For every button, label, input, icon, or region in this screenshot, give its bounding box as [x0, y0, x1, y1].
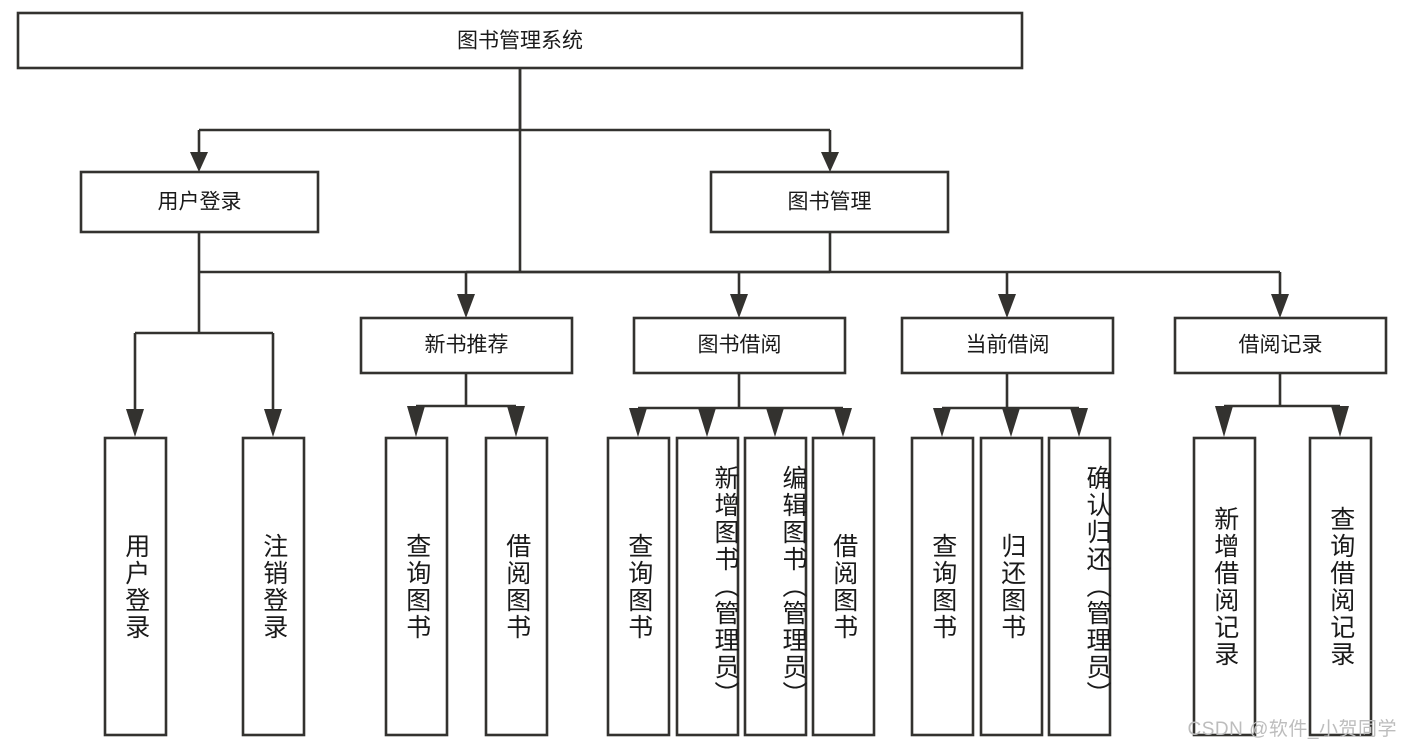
node-current-borrow-box[interactable] [900, 316, 1115, 375]
node-leaf-return-book-label: 归还图书 [997, 532, 1026, 641]
node-leaf-add-record-label: 新增借阅记录 [1210, 505, 1239, 668]
node-leaf-query-book-1-label: 查询图书 [402, 532, 431, 641]
node-leaf-borrow-book-1-label: 借阅图书 [502, 532, 531, 641]
arrow-leaf-edit-book [766, 408, 784, 437]
arrow-leaf-return-book [1002, 408, 1020, 437]
node-book-management-box[interactable] [709, 170, 950, 234]
arrow-leaf-query-book-1 [407, 406, 425, 437]
node-leaf-query-record-label: 查询借阅记录 [1326, 505, 1355, 668]
node-borrow-record-label: 借阅记录 [1239, 334, 1323, 357]
node-leaf-borrow-book-2-box[interactable] [811, 436, 876, 737]
node-leaf-return-book-box[interactable] [979, 436, 1044, 737]
arrow-leaf-query-book-2 [629, 408, 647, 437]
arrow-book-management [821, 152, 839, 172]
node-leaf-user-login-box[interactable] [103, 436, 168, 737]
csdn-watermark: CSDN @软件_小贺同学 [1187, 719, 1397, 740]
arrow-leaf-logout-login [264, 409, 282, 437]
node-user-login-box[interactable] [79, 170, 320, 234]
node-leaf-query-book-2-box[interactable] [606, 436, 671, 737]
arrow-leaf-add-record [1215, 406, 1233, 437]
node-new-book-recommend-box[interactable] [359, 316, 574, 375]
node-leaf-logout-login-box[interactable] [241, 436, 306, 737]
node-root-label: 图书管理系统 [457, 30, 583, 53]
arrow-leaf-borrow-book-2 [834, 408, 852, 437]
arrow-leaf-borrow-book-1 [507, 406, 525, 437]
node-leaf-borrow-book-2-label: 借阅图书 [829, 532, 858, 641]
node-leaf-add-record-box[interactable] [1192, 436, 1257, 737]
node-leaf-query-book-2-label: 查询图书 [624, 532, 653, 641]
node-borrow-record-box[interactable] [1173, 316, 1388, 375]
arrow-leaf-add-book [698, 408, 716, 437]
node-book-borrow-label: 图书借阅 [698, 334, 782, 357]
node-current-borrow-label: 当前借阅 [966, 334, 1050, 357]
node-leaf-confirm-return-label: 确认归还（管理员） [1083, 465, 1111, 708]
arrow-leaf-confirm-return [1070, 408, 1088, 437]
node-user-login-label: 用户登录 [158, 191, 242, 214]
arrow-new-book-recommend [457, 294, 475, 318]
arrow-borrow-record [1271, 294, 1289, 318]
connector-group [126, 68, 1349, 437]
node-leaf-query-record-box[interactable] [1308, 436, 1373, 737]
arrow-current-borrow [998, 294, 1016, 318]
node-leaf-add-book-box[interactable] [675, 436, 740, 737]
node-leaf-borrow-book-1-box[interactable] [484, 436, 549, 737]
node-group: 图书管理系统 用户登录 图书管理 新书推荐 图书借阅 当前借阅 借阅记录 [16, 11, 1388, 737]
node-root-box[interactable] [16, 11, 1024, 70]
node-new-book-recommend-label: 新书推荐 [425, 334, 509, 357]
arrow-user-login [190, 152, 208, 172]
node-leaf-query-book-3-box[interactable] [910, 436, 975, 737]
arrow-book-borrow [730, 294, 748, 318]
node-book-borrow-box[interactable] [632, 316, 847, 375]
arrow-leaf-user-login [126, 409, 144, 437]
node-leaf-logout-login-label: 注销登录 [259, 532, 288, 641]
node-leaf-confirm-return-box[interactable] [1047, 436, 1112, 737]
arrow-leaf-query-book-3 [933, 408, 951, 437]
arrow-leaf-query-record [1331, 406, 1349, 437]
node-leaf-edit-book-box[interactable] [743, 436, 808, 737]
node-leaf-edit-book-label: 编辑图书（管理员） [779, 465, 807, 708]
node-leaf-query-book-1-box[interactable] [384, 436, 449, 737]
node-leaf-query-book-3-label: 查询图书 [928, 532, 957, 641]
node-leaf-user-login-label: 用户登录 [121, 532, 150, 641]
node-leaf-add-book-label: 新增图书（管理员） [711, 465, 739, 708]
node-book-management-label: 图书管理 [788, 191, 872, 214]
